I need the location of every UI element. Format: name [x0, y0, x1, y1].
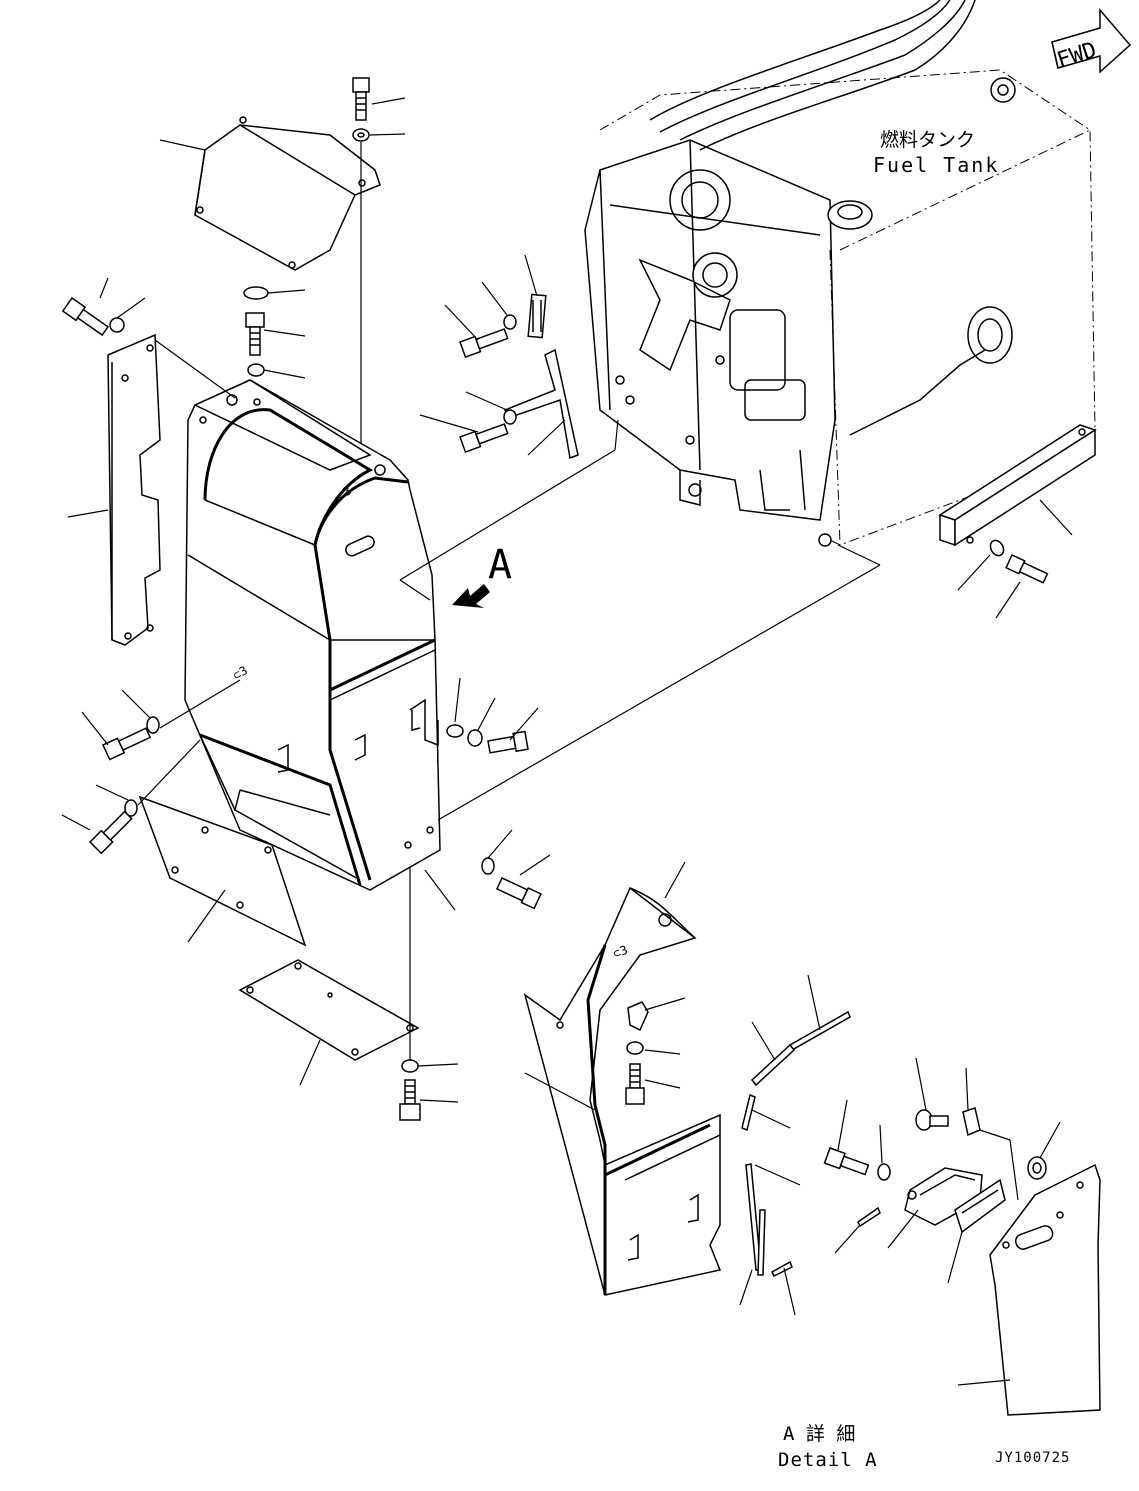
fwd-arrow-icon: FWD — [1051, 7, 1132, 74]
bolt — [459, 328, 509, 358]
bolt — [495, 877, 542, 910]
bottom-left-cover — [138, 795, 307, 947]
bolt — [102, 727, 152, 761]
bracket-upper — [527, 293, 547, 339]
grommet — [1027, 1156, 1047, 1180]
washer — [124, 799, 138, 817]
washer — [503, 409, 517, 425]
fuel-tank — [584, 0, 1096, 547]
washer — [109, 317, 125, 333]
left-side-panel — [107, 333, 161, 646]
detail-a-panel: ⊂3 — [523, 886, 722, 1296]
bolt — [399, 1079, 421, 1121]
bolt — [625, 1063, 645, 1105]
washer — [352, 128, 370, 142]
washer — [146, 716, 160, 734]
bolt — [459, 423, 509, 453]
cap — [446, 724, 464, 738]
bolt — [487, 730, 529, 754]
washer — [503, 314, 517, 330]
washer — [467, 729, 483, 747]
washer — [247, 363, 265, 377]
detail-label-jp: A 詳 細 — [783, 1423, 855, 1445]
washer — [401, 1059, 419, 1073]
bottom-plate — [238, 959, 420, 1061]
bolt — [823, 1147, 870, 1176]
drawing-number: JY100725 — [995, 1450, 1070, 1466]
seal-strips — [741, 1010, 881, 1278]
fuel-tank-label-jp: 燃料タンク — [880, 129, 975, 151]
washer — [989, 539, 1005, 557]
view-arrow-icon — [452, 584, 490, 608]
washer — [626, 1041, 644, 1055]
svg-text:⊂3: ⊂3 — [231, 663, 251, 682]
bolt — [245, 312, 265, 356]
view-marker-label: A — [488, 542, 512, 588]
svg-text:⊂3: ⊂3 — [611, 943, 629, 961]
top-cover — [194, 116, 381, 271]
main-duct: ⊂3 ⊂3 — [184, 379, 441, 891]
detail-door-panel — [989, 1163, 1101, 1416]
bolt — [61, 296, 110, 337]
bracket-lower — [504, 348, 579, 460]
fuel-tank-rail — [938, 424, 1097, 547]
washer — [877, 1163, 891, 1181]
fuel-tank-label-en: Fuel Tank — [873, 153, 999, 177]
detail-label-en: Detail A — [778, 1449, 878, 1471]
bolt — [1005, 554, 1049, 584]
clip — [627, 1001, 649, 1032]
svg-text:⊂3: ⊂3 — [335, 483, 355, 502]
clamp — [962, 1107, 981, 1137]
washer — [481, 857, 495, 875]
bolt — [88, 810, 133, 855]
bolt — [352, 77, 370, 121]
push-rivet — [915, 1109, 949, 1131]
cap — [243, 286, 269, 300]
pad — [954, 1178, 1006, 1234]
